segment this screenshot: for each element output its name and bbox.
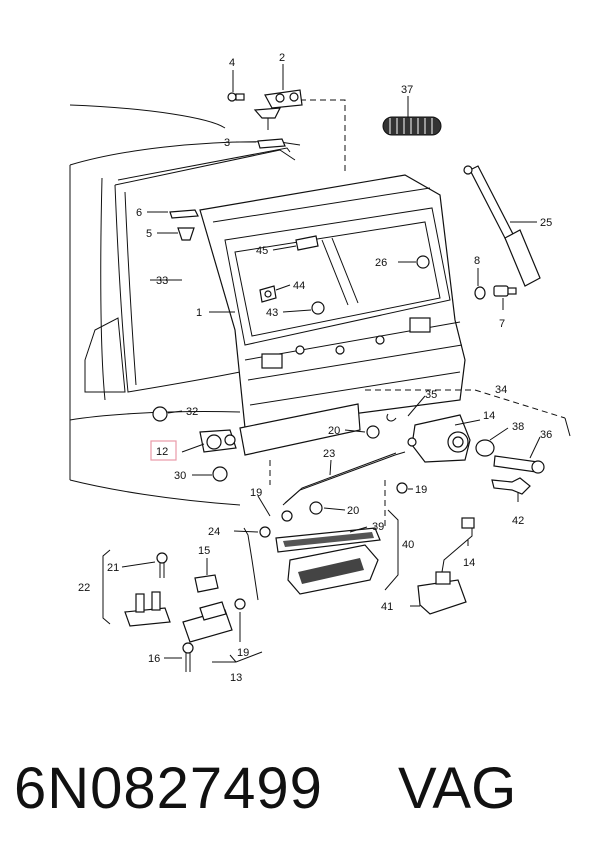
gasket	[152, 406, 168, 422]
striker-plate	[182, 601, 233, 643]
hinge	[253, 89, 303, 130]
callout-6: 6	[136, 207, 142, 219]
tailgate-handle	[287, 544, 379, 595]
callout-43: 43	[266, 307, 278, 319]
callout-7: 7	[499, 318, 505, 330]
cover-cap	[194, 574, 219, 593]
callout-4: 4	[229, 57, 235, 69]
bump-stop	[382, 116, 442, 136]
weatherstrip-seal	[117, 147, 291, 181]
screw	[156, 552, 168, 578]
callout-2: 2	[279, 52, 285, 64]
callout-26: 26	[375, 257, 387, 269]
callout-15: 15	[198, 545, 210, 557]
operating-rod-2	[284, 452, 397, 504]
callout-labels: 4 2 37 3 6 5 25 45 26 8 33 44 1 43 7 34 …	[78, 52, 552, 684]
lock-assembly	[407, 414, 471, 463]
hinge-seal	[169, 209, 199, 219]
release-rod	[243, 527, 259, 601]
callout-16: 16	[148, 653, 160, 665]
callout-39: 39	[372, 521, 384, 533]
clip	[177, 227, 195, 241]
callout-38: 38	[512, 421, 524, 433]
lock-barrel	[493, 455, 545, 474]
seal-ring	[475, 439, 495, 457]
lock-seal	[212, 466, 228, 482]
callout-34: 34	[495, 384, 507, 396]
trim-panel	[239, 403, 361, 456]
callout-20: 20	[328, 425, 340, 437]
striker-bracket	[124, 591, 171, 627]
callout-37: 37	[401, 84, 413, 96]
callout-12: 12	[156, 446, 168, 458]
screw	[182, 642, 194, 672]
callout-45: 45	[256, 245, 268, 257]
callout-42: 42	[512, 515, 524, 527]
bolt	[227, 92, 245, 102]
callout-36: 36	[540, 429, 552, 441]
callout-3: 3	[224, 137, 230, 149]
callout-19c: 19	[237, 647, 249, 659]
callout-1: 1	[196, 307, 202, 319]
clip	[234, 598, 246, 610]
callout-19b: 19	[250, 487, 262, 499]
spring-clip	[386, 413, 397, 422]
dashed-leaders	[269, 99, 566, 530]
operating-rod	[282, 451, 406, 506]
tailgate	[199, 174, 466, 429]
callout-40: 40	[402, 539, 414, 551]
nut	[309, 501, 323, 515]
exploded-parts-diagram: 4 2 37 3 6 5 25 45 26 8 33 44 1 43 7 34 …	[69, 52, 571, 684]
callout-22: 22	[78, 582, 90, 594]
callout-14b: 14	[463, 557, 475, 569]
nut	[311, 301, 325, 315]
clip	[396, 482, 408, 494]
highlight-box	[150, 440, 177, 461]
callout-23: 23	[323, 448, 335, 460]
callout-24: 24	[208, 526, 220, 538]
key	[491, 477, 531, 495]
lock-cylinder	[199, 429, 237, 453]
part-number: 6N0827499	[14, 756, 323, 821]
nut	[366, 425, 380, 439]
callout-33: 33	[156, 275, 168, 287]
retainer	[259, 285, 277, 303]
gas-strut	[463, 165, 541, 287]
car-body-outline	[69, 104, 301, 506]
callout-13: 13	[230, 672, 242, 684]
callout-8: 8	[474, 255, 480, 267]
rod-clip	[259, 526, 271, 538]
callout-44: 44	[293, 280, 305, 292]
micro-switch	[417, 517, 475, 615]
leader-lines	[102, 64, 571, 663]
callout-30: 30	[174, 470, 186, 482]
bracket	[295, 235, 319, 251]
handle-trim	[275, 527, 381, 553]
callout-14: 14	[483, 410, 495, 422]
callout-35: 35	[425, 389, 437, 401]
callout-25: 25	[540, 217, 552, 229]
footer: 6N0827499 VAG	[0, 755, 600, 845]
clip	[281, 510, 293, 522]
callout-41: 41	[381, 601, 393, 613]
callout-5: 5	[146, 228, 152, 240]
brand-name: VAG	[398, 756, 517, 821]
callout-32: 32	[186, 406, 198, 418]
callout-21: 21	[107, 562, 119, 574]
ball-stud	[493, 285, 517, 297]
callout-20b: 20	[347, 505, 359, 517]
callout-19a: 19	[415, 484, 427, 496]
washer	[474, 286, 486, 300]
hinge-plate	[257, 138, 286, 149]
grommet	[416, 255, 430, 269]
